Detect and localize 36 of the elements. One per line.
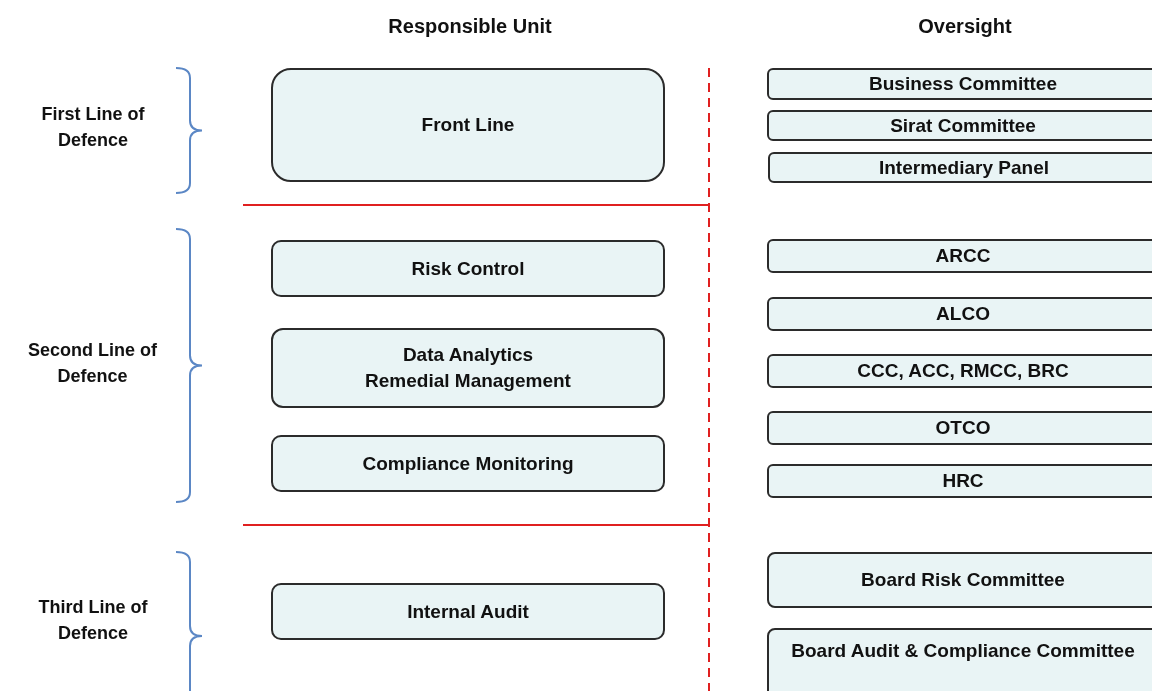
unit-box: [767, 239, 1152, 273]
unit-box: [767, 68, 1152, 100]
unit-box: [271, 583, 665, 640]
unit-box: [767, 552, 1152, 608]
unit-box: [767, 411, 1152, 445]
unit-box: [767, 110, 1152, 141]
unit-name: Internal Audit: [407, 599, 529, 624]
unit-box: [767, 628, 1152, 691]
unit-name: OTCO: [934, 416, 992, 441]
unit-box: [767, 297, 1152, 331]
unit-box: [768, 152, 1152, 183]
unit-name: Business Committee: [868, 72, 1058, 97]
unit-name: CCC, ACC, RMCC, BRC: [856, 359, 1070, 384]
unit-box: [271, 240, 665, 297]
unit-name: Remedial Management: [365, 369, 571, 393]
unit-name: Data Analytics: [401, 343, 535, 368]
unit-name: Intermediary Panel: [878, 155, 1050, 180]
column-heading: Oversight: [917, 14, 1013, 39]
line-label: Third Line of Defence: [37, 596, 149, 646]
unit-box: [271, 68, 665, 182]
unit-name: Compliance Monitoring: [362, 451, 574, 476]
unit-name: Risk Control: [411, 256, 525, 281]
unit-name: Board Risk Committee: [860, 568, 1066, 593]
unit-name: Sirat Committee: [889, 113, 1037, 138]
unit-box: [767, 354, 1152, 388]
unit-box: [767, 464, 1152, 498]
unit-name: Board Audit & Compliance Committee: [790, 639, 1136, 663]
unit-box: [271, 435, 665, 492]
column-heading: Responsible Unit: [387, 14, 553, 39]
unit-name: ARCC: [934, 244, 992, 269]
line-label: Second Line of Defence: [27, 339, 158, 389]
unit-name: Front Line: [421, 113, 515, 138]
line-label: First Line of Defence: [40, 103, 146, 153]
unit-box: [271, 328, 665, 408]
unit-name: HRC: [941, 469, 985, 494]
unit-name: ALCO: [935, 302, 991, 327]
